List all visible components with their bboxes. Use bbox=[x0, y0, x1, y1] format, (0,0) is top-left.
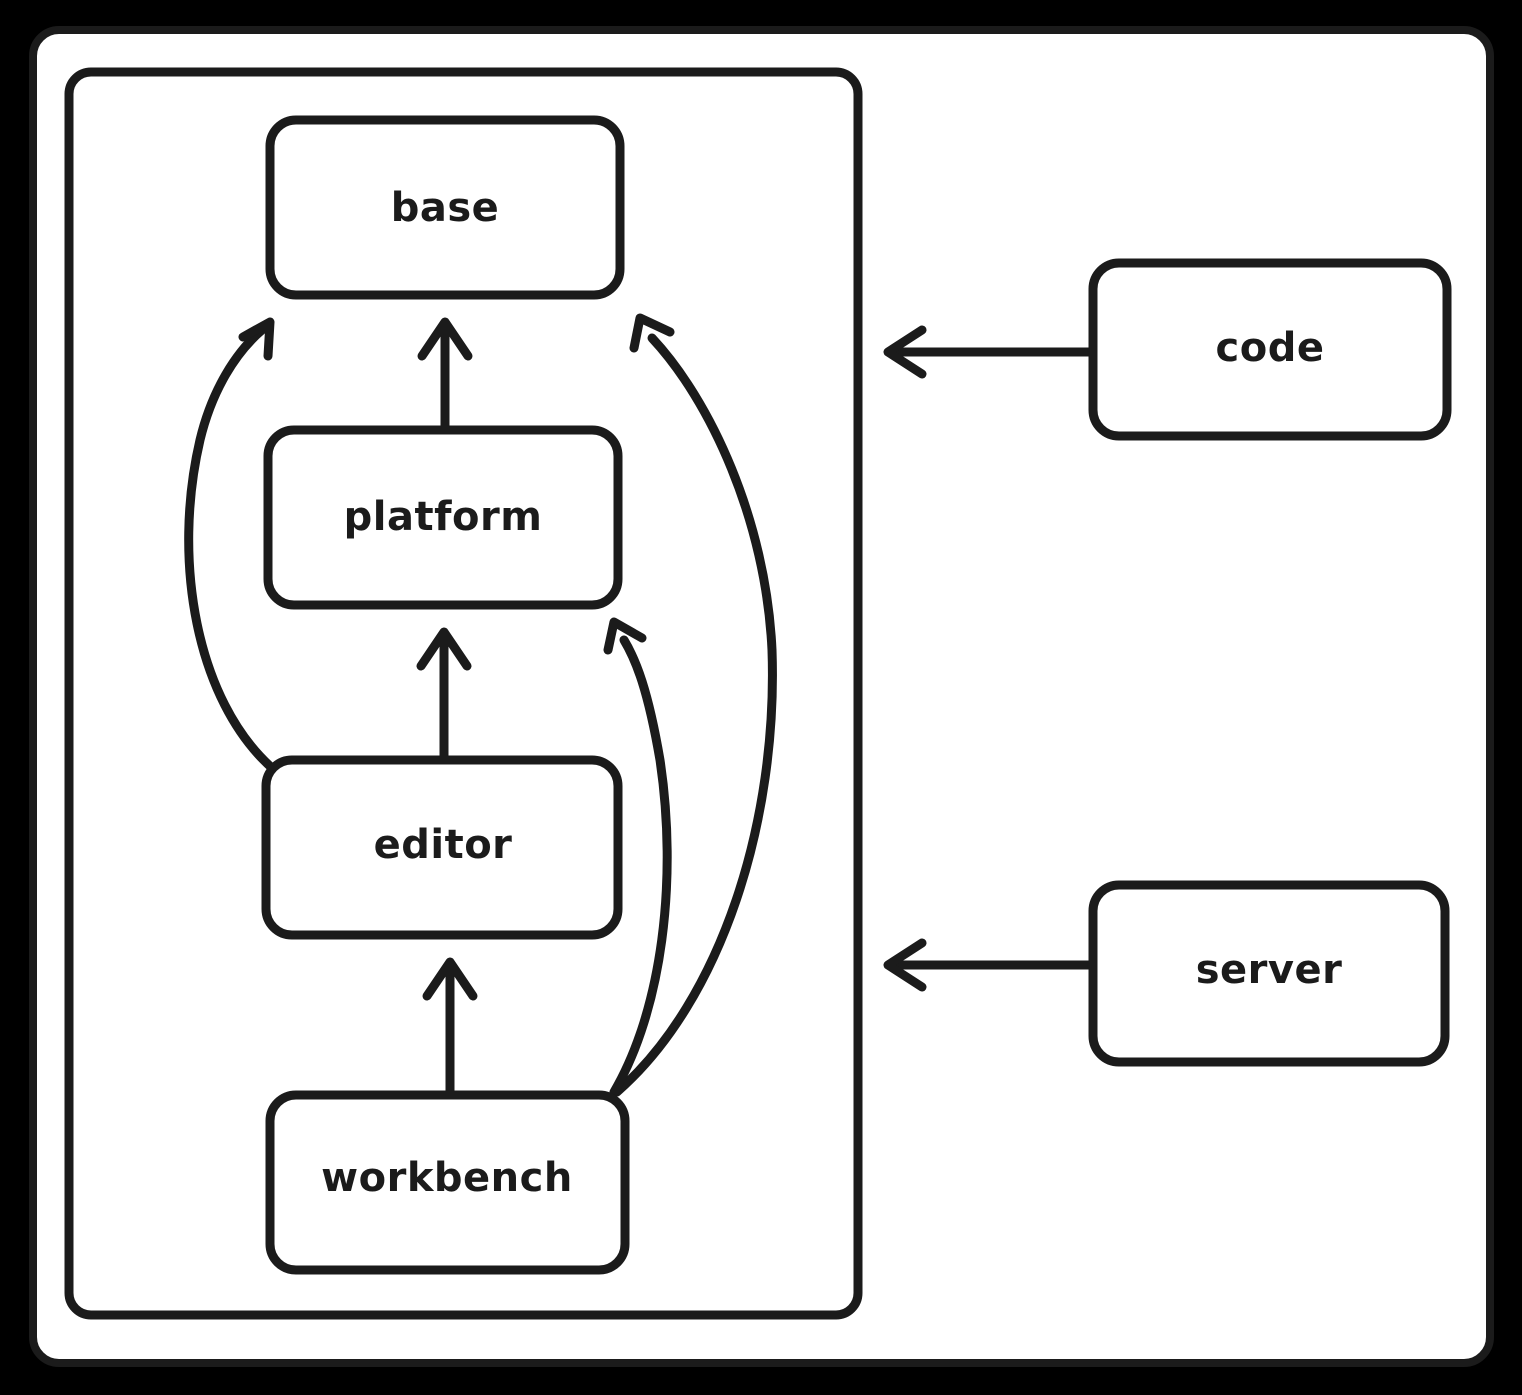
edge-workbench-to-platform bbox=[603, 617, 672, 1097]
node-workbench-label: workbench bbox=[321, 1155, 573, 1201]
node-platform[interactable]: platform bbox=[263, 425, 623, 610]
node-platform-shape[interactable] bbox=[263, 425, 623, 610]
edge-platform-to-base bbox=[417, 317, 473, 435]
node-code-label: code bbox=[1216, 325, 1325, 371]
node-base-label: base bbox=[391, 185, 500, 231]
node-workbench[interactable]: workbench bbox=[265, 1090, 630, 1275]
node-server-shape[interactable] bbox=[1088, 880, 1450, 1067]
node-base[interactable]: base bbox=[265, 115, 625, 300]
node-server-label: server bbox=[1196, 947, 1343, 993]
edge-workbench-to-base bbox=[612, 313, 777, 1097]
edge-server-to-inner-panel bbox=[883, 938, 1098, 992]
node-code-shape[interactable] bbox=[1088, 258, 1452, 441]
node-base-shape[interactable] bbox=[265, 115, 625, 300]
node-platform-label: platform bbox=[344, 494, 543, 540]
node-editor-label: editor bbox=[374, 822, 513, 868]
node-workbench-shape[interactable] bbox=[265, 1090, 630, 1275]
inner-panel bbox=[64, 67, 863, 1320]
edge-code-to-inner-panel bbox=[883, 325, 1098, 379]
node-editor-shape[interactable] bbox=[261, 755, 623, 940]
edge-editor-to-platform bbox=[416, 627, 472, 763]
node-editor[interactable]: editor bbox=[261, 755, 623, 940]
edge-workbench-to-editor bbox=[422, 957, 478, 1099]
node-code[interactable]: code bbox=[1088, 258, 1452, 441]
node-server[interactable]: server bbox=[1088, 880, 1450, 1067]
edge-editor-to-base bbox=[184, 317, 277, 773]
